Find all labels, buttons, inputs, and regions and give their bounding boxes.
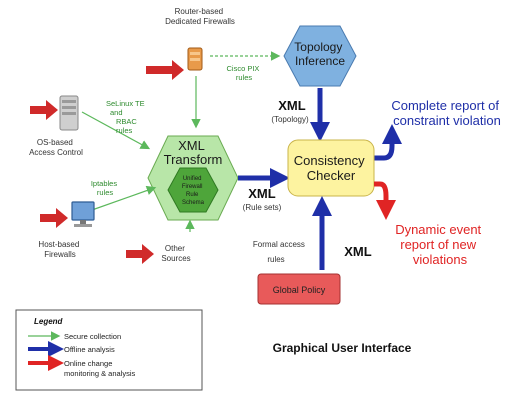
dynamic-report-label: Dynamic event report of new violations: [395, 222, 485, 267]
xml-policy-label: XML: [344, 244, 372, 259]
legend-title: Legend: [34, 317, 64, 326]
monitor-icon: [71, 201, 95, 227]
cisco-pix-label: Cisco PIX rules: [226, 64, 261, 82]
iptables-label: Iptables rules: [91, 179, 119, 197]
os-input-arrow: [30, 100, 58, 120]
server-icon: [59, 95, 79, 131]
topology-caption: (Topology): [271, 115, 309, 124]
host-input-arrow: [40, 208, 68, 228]
global-policy-box: [257, 273, 341, 305]
os-to-transform-arrow: [81, 111, 151, 150]
router-firewalls-label: Router-based Dedicated Firewalls: [165, 7, 235, 26]
complete-report-label: Complete report of constraint violation: [391, 98, 502, 128]
legend-item-secure: Secure collection: [64, 332, 121, 341]
selinux-label: SeLinux TE and RBAC rules: [106, 99, 147, 135]
host-firewalls-label: Host-based Firewalls: [38, 240, 81, 259]
topology-inference-hex: [283, 25, 357, 87]
unified-rule-hex: [167, 167, 219, 213]
topology-inference-label: Topology Inference: [294, 40, 345, 68]
router-firewall-icon: [187, 47, 203, 71]
xml-topology-label: XML: [278, 98, 306, 113]
unified-rule-label: Unified Firewall Rule Schema: [182, 176, 205, 206]
global-policy-label: Global Policy: [273, 285, 326, 295]
rulesets-caption: (Rule sets): [243, 203, 282, 212]
other-input-arrow: [126, 244, 154, 264]
os-access-label: OS-based Access Control: [29, 138, 83, 157]
formal-access-label: Formal access rules: [253, 240, 307, 264]
other-sources-label: Other Sources: [161, 244, 190, 263]
xml-rulesets-label: XML: [248, 186, 276, 201]
legend-item-online: Online change monitoring & analysis: [64, 359, 136, 378]
consistency-checker-label: Consistency Checker: [294, 153, 368, 183]
checker-to-dynamic-report-arrow: [374, 181, 396, 220]
legend-item-offline: Offline analysis: [64, 345, 115, 354]
host-to-transform-arrow: [91, 185, 157, 211]
xml-transform-label: XML Transform: [164, 138, 223, 167]
router-input-arrow: [146, 60, 184, 80]
gui-caption: Graphical User Interface: [273, 341, 412, 355]
checker-to-complete-report-arrow: [374, 124, 402, 161]
